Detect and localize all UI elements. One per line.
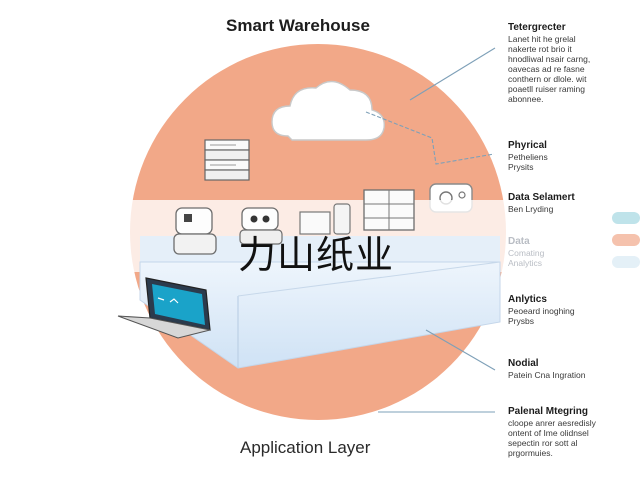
annotation-line: poaetll ruiser raming	[508, 84, 586, 94]
annotation-line: abonnee.	[508, 94, 544, 104]
annotation-line: Patein Cna Ingration	[508, 370, 586, 380]
annotation-heading: Phyrical	[508, 140, 547, 151]
robot-icon-1	[173, 207, 217, 255]
annotation-line: Peoeard inoghing	[508, 306, 575, 316]
annotation-line: Prysbs	[508, 316, 534, 326]
annotation-line: oavecas ad re fasne	[508, 64, 585, 74]
watermark-text: 力山纸业	[238, 233, 395, 277]
annotation-5: Anlytics Peoeard inoghing Prysbs	[508, 294, 638, 326]
annotation-line: Comating	[508, 248, 545, 258]
legend-pill-salmon	[612, 234, 640, 246]
annotation-heading: Palenal Mtegring	[508, 406, 589, 417]
annotation-heading: Nodial	[508, 358, 539, 369]
legend-pill-teal	[612, 212, 640, 224]
annotation-line: Ben Lryding	[508, 204, 554, 214]
annotation-line: Analytics	[508, 258, 543, 268]
shelving-icon	[363, 189, 415, 231]
annotation-line: prgormuies.	[508, 448, 553, 458]
annotation-line: Lanet hit he grelal	[508, 34, 576, 44]
annotation-line: Prysits	[508, 162, 534, 172]
annotation-4: Data Comating Analytics	[508, 236, 638, 268]
annotation-line: sepectin ror sott al	[508, 438, 578, 448]
annotation-line: hnodliwal nsair carng,	[508, 54, 591, 64]
connector-lines	[365, 47, 496, 413]
annotation-2: Phyrical Petheliens Prysits	[508, 140, 638, 172]
annotation-line: conthern or dlole. wit	[508, 74, 587, 84]
annotation-1: Tetergrecter Lanet hit he grelal nakerte…	[508, 22, 638, 104]
annotation-line: Petheliens	[508, 152, 548, 162]
robot-icon-2	[239, 207, 283, 245]
annotation-line: nakerte rot brio it	[508, 44, 572, 54]
annotation-heading: Anlytics	[508, 294, 547, 305]
annotation-heading: Data	[508, 236, 530, 247]
annotation-heading: Data Selamert	[508, 192, 575, 203]
footer-label: Application Layer	[240, 438, 371, 457]
platform-box	[139, 236, 501, 369]
annotation-heading: Tetergrecter	[508, 22, 566, 33]
legend-pill-light	[612, 256, 640, 268]
cloud-icon	[271, 80, 385, 141]
annotation-line: ontent of Ime olidnsel	[508, 428, 589, 438]
server-stack-icon	[204, 139, 250, 181]
laptop-icon	[117, 277, 211, 339]
diagram-title: Smart Warehouse	[226, 16, 370, 35]
package-icon	[299, 203, 351, 235]
annotation-6: Nodial Patein Cna Ingration	[508, 358, 638, 380]
annotation-3: Data Selamert Ben Lryding	[508, 192, 638, 214]
annotation-line: cloope anrer aesredisly	[508, 418, 596, 428]
annotation-7: Palenal Mtegring cloope anrer aesredisly…	[508, 406, 638, 458]
